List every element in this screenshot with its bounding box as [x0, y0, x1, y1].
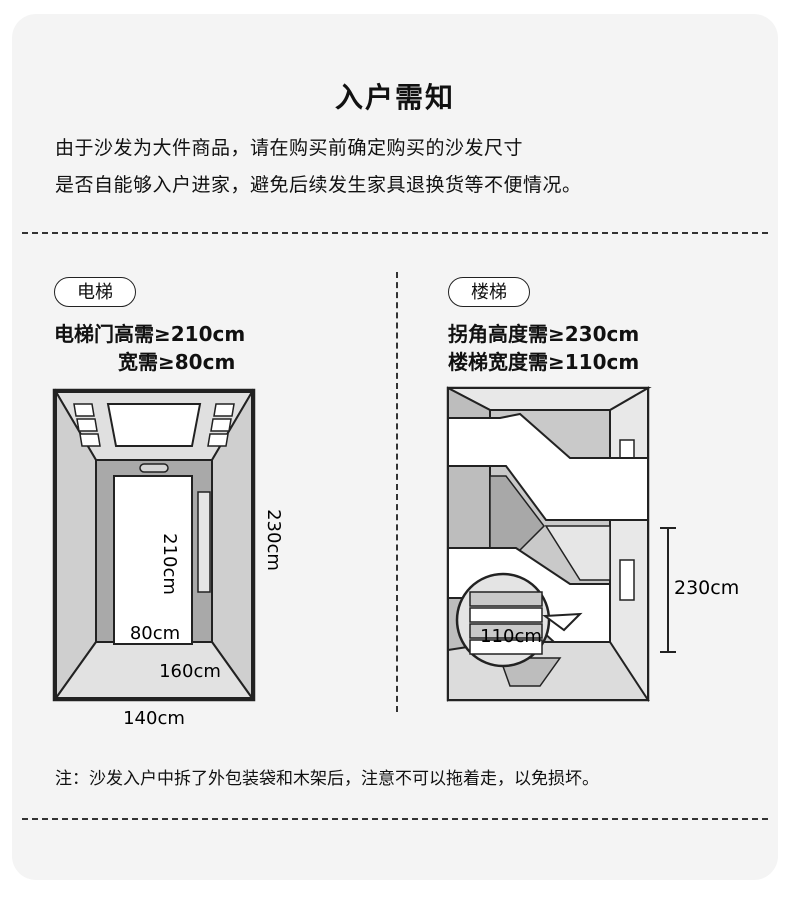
stairs-requirement-corner-height: 拐角高度需≥230cm	[448, 322, 640, 346]
intro-line-2: 是否自能够入户进家，避免后续发生家具退换货等不便情况。	[55, 174, 582, 196]
elevator-door-height-label: 210cm	[159, 533, 180, 595]
elevator-requirement-height: 电梯门高需≥210cm	[54, 322, 246, 346]
elevator-depth-label: 160cm	[159, 661, 221, 682]
stairs-height-label: 230cm	[674, 577, 739, 599]
page-title: 入户需知	[334, 81, 455, 114]
stairs-tag: 楼梯	[448, 277, 530, 307]
elevator-requirement-width: 宽需≥80cm	[118, 350, 236, 374]
stairs-diagram: 110cm 230cm	[446, 386, 739, 702]
footer-note: 注：沙发入户中拆了外包装袋和木架后，注意不可以拖着走，以免损坏。	[55, 769, 599, 789]
elevator-diagram: 210cm 80cm 160cm 140cm 230cm	[52, 388, 284, 729]
elevator-width-label: 140cm	[123, 708, 185, 729]
intro-line-1: 由于沙发为大件商品，请在购买前确定购买的沙发尺寸	[55, 137, 524, 159]
elevator-height-label: 230cm	[263, 509, 284, 571]
stairs-requirement-width: 楼梯宽度需≥110cm	[448, 350, 640, 374]
divider-bottom	[22, 818, 768, 820]
elevator-door-width-label: 80cm	[130, 623, 180, 644]
stairs-width-label: 110cm	[480, 626, 542, 647]
elevator-tag: 电梯	[54, 277, 136, 307]
divider-top	[22, 232, 768, 234]
divider-vertical	[396, 272, 398, 712]
